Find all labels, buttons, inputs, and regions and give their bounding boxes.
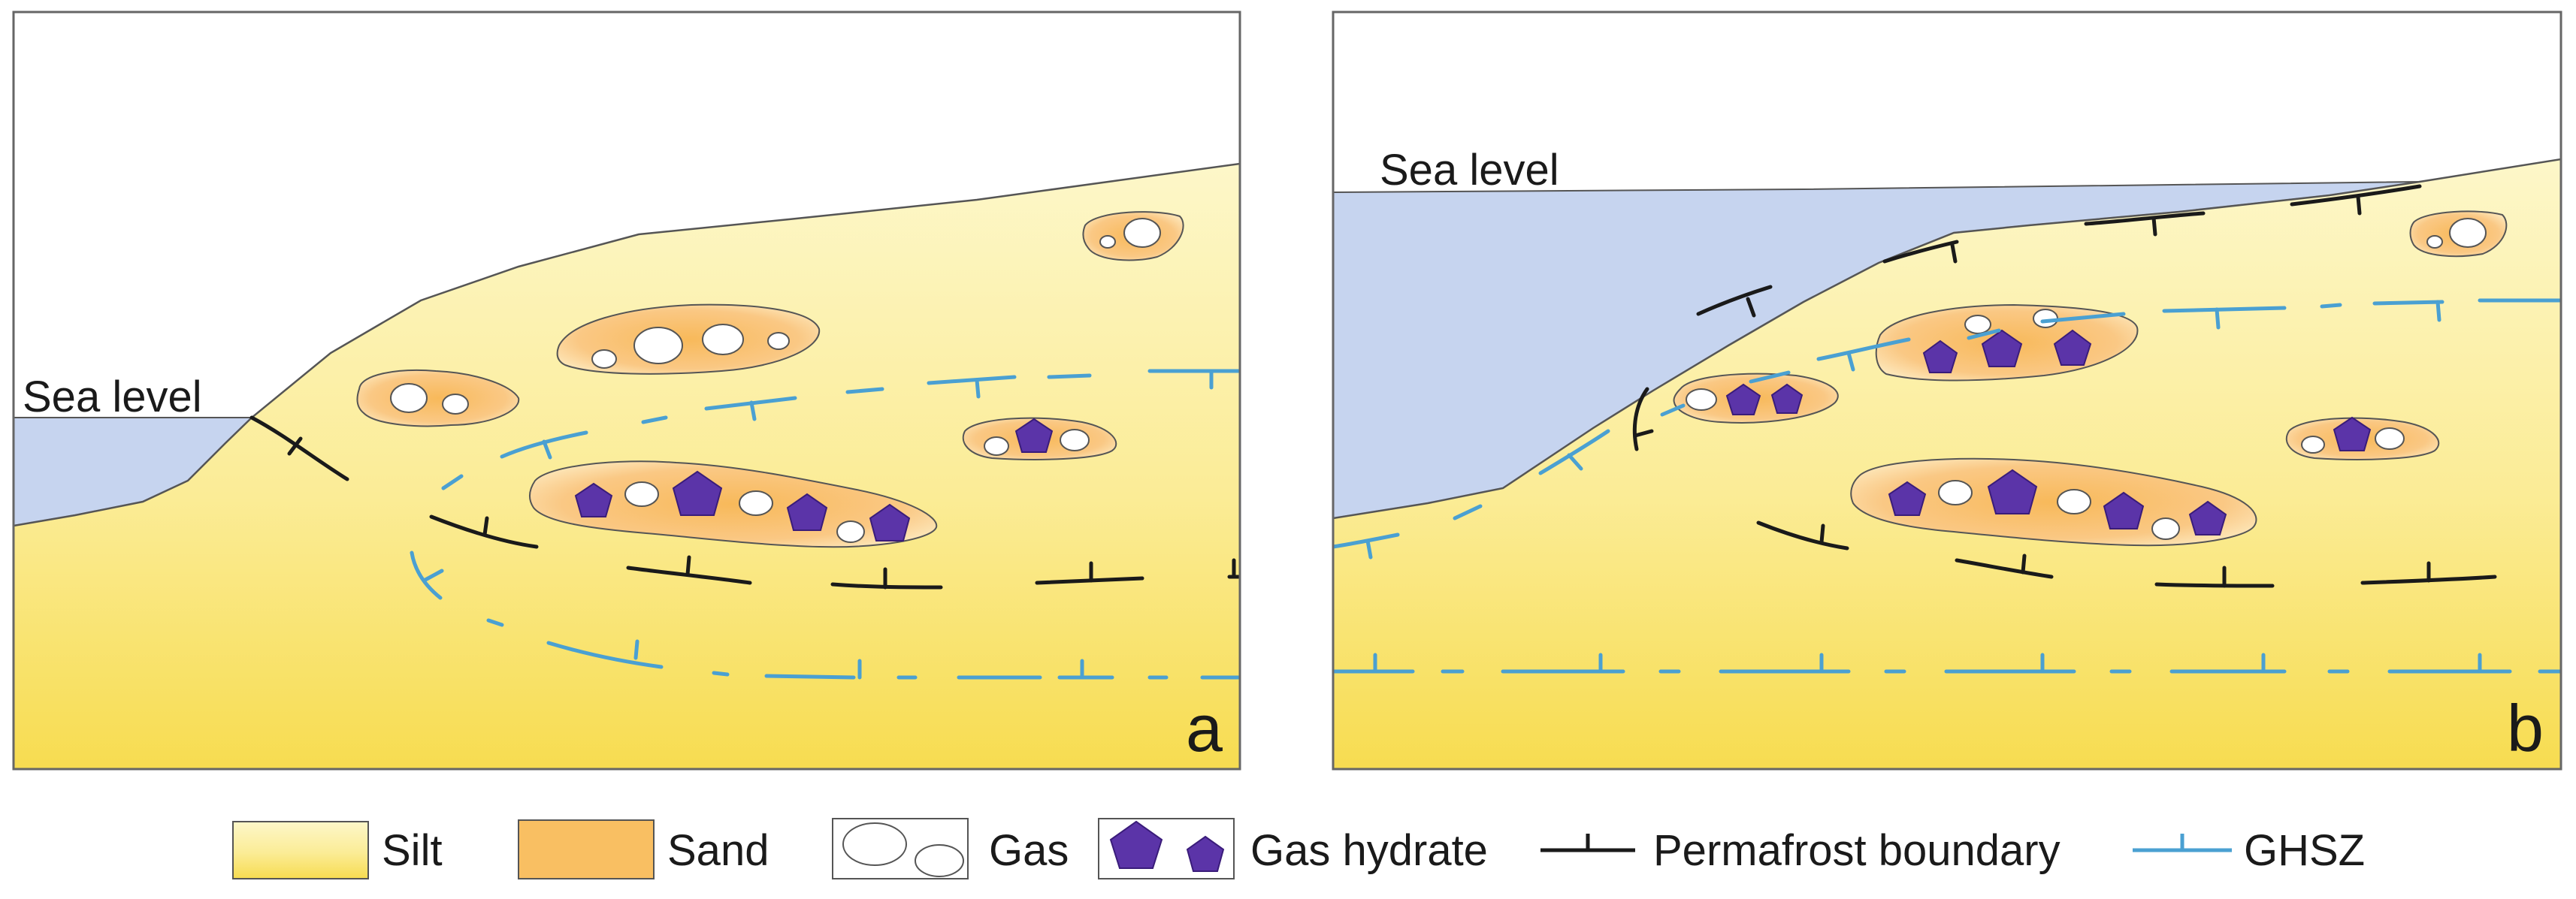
pentagon-icon (1109, 820, 1163, 869)
panel-b: Sea level b (1332, 11, 2562, 771)
gas-hydrate (1981, 329, 2023, 367)
panel-frame-a (12, 11, 1241, 771)
gas-bubble (390, 383, 428, 413)
gas-hydrate (1770, 383, 1804, 414)
gas-bubble (1123, 218, 1161, 248)
legend-silt-swatch (232, 821, 369, 879)
gas-hydrate (786, 493, 828, 531)
gas-bubble (2057, 489, 2091, 514)
gas-bubble-icon (842, 822, 907, 866)
gas-bubble (1938, 480, 1973, 505)
gas-bubble (2151, 517, 2180, 540)
gas-bubble (2449, 218, 2487, 248)
gas-bubble (1099, 235, 1116, 249)
gas-bubble (2426, 235, 2443, 249)
gas-hydrate (574, 482, 613, 517)
legend-permafrost: Permafrost boundary (1540, 826, 2060, 875)
gas-bubble (442, 394, 469, 415)
gas-bubble (767, 332, 790, 350)
legend-ghsz: GHSZ (2133, 826, 2365, 875)
ghsz-boundary (1333, 298, 2561, 674)
gas-bubble-icon (915, 844, 964, 877)
gas-bubble (984, 436, 1009, 456)
sand-body (356, 370, 520, 427)
panel-letter: a (1186, 691, 1223, 765)
sand-body (556, 303, 821, 375)
gas-bubble (2301, 436, 2325, 454)
gas-bubble (739, 490, 773, 516)
legend-gas: Gas (832, 818, 1069, 879)
gas-bubble (591, 349, 617, 369)
sand-body (529, 460, 938, 548)
gas-bubble (1964, 315, 1991, 334)
legend: Silt Sand Gas Gas hydrate Permafrost bou… (232, 818, 2365, 879)
panel-frame-b (1332, 11, 2562, 771)
gas-bubble (1060, 429, 1090, 451)
legend-sand: Sand (518, 819, 769, 879)
panel-a: Sea level a (12, 11, 1241, 771)
permafrost-boundary (1632, 184, 2497, 588)
legend-gas-hydrate: Gas hydrate (1098, 818, 1488, 879)
legend-ghsz-label: GHSZ (2244, 826, 2365, 875)
pentagon-icon (1186, 835, 1225, 872)
gas-hydrate (2188, 500, 2227, 535)
gas-hydrate (869, 503, 911, 542)
gas-hydrate (1725, 383, 1761, 415)
legend-silt: Silt (232, 821, 443, 879)
gas-hydrate (2103, 491, 2145, 529)
gas-hydrate (672, 470, 723, 516)
gas-bubble (2375, 427, 2405, 450)
gas-hydrate (1014, 418, 1054, 453)
legend-permafrost-label: Permafrost boundary (1653, 826, 2060, 875)
gas-hydrate (1987, 469, 2038, 514)
sea-level-label: Sea level (1380, 146, 1559, 195)
legend-silt-label: Silt (382, 826, 443, 875)
ghsz-boundary (410, 369, 1240, 680)
sea-level-label: Sea level (23, 373, 202, 421)
legend-hydrate-label: Gas hydrate (1250, 826, 1488, 875)
gas-hydrate (2333, 416, 2372, 451)
gas-bubble (2033, 309, 2058, 328)
permafrost-boundary (249, 415, 1240, 590)
gas-hydrate (2053, 329, 2092, 366)
gas-bubble (836, 520, 865, 543)
panel-letter: b (2507, 691, 2544, 765)
legend-gas-label: Gas (989, 826, 1069, 875)
gas-hydrate (1888, 481, 1927, 516)
gas-bubble (702, 324, 744, 355)
gas-bubble (1686, 388, 1717, 411)
legend-sand-label: Sand (667, 826, 769, 875)
legend-sand-swatch (518, 819, 655, 879)
gas-bubble (633, 327, 683, 364)
gas-hydrate (1922, 339, 1958, 373)
gas-bubble (624, 481, 659, 507)
